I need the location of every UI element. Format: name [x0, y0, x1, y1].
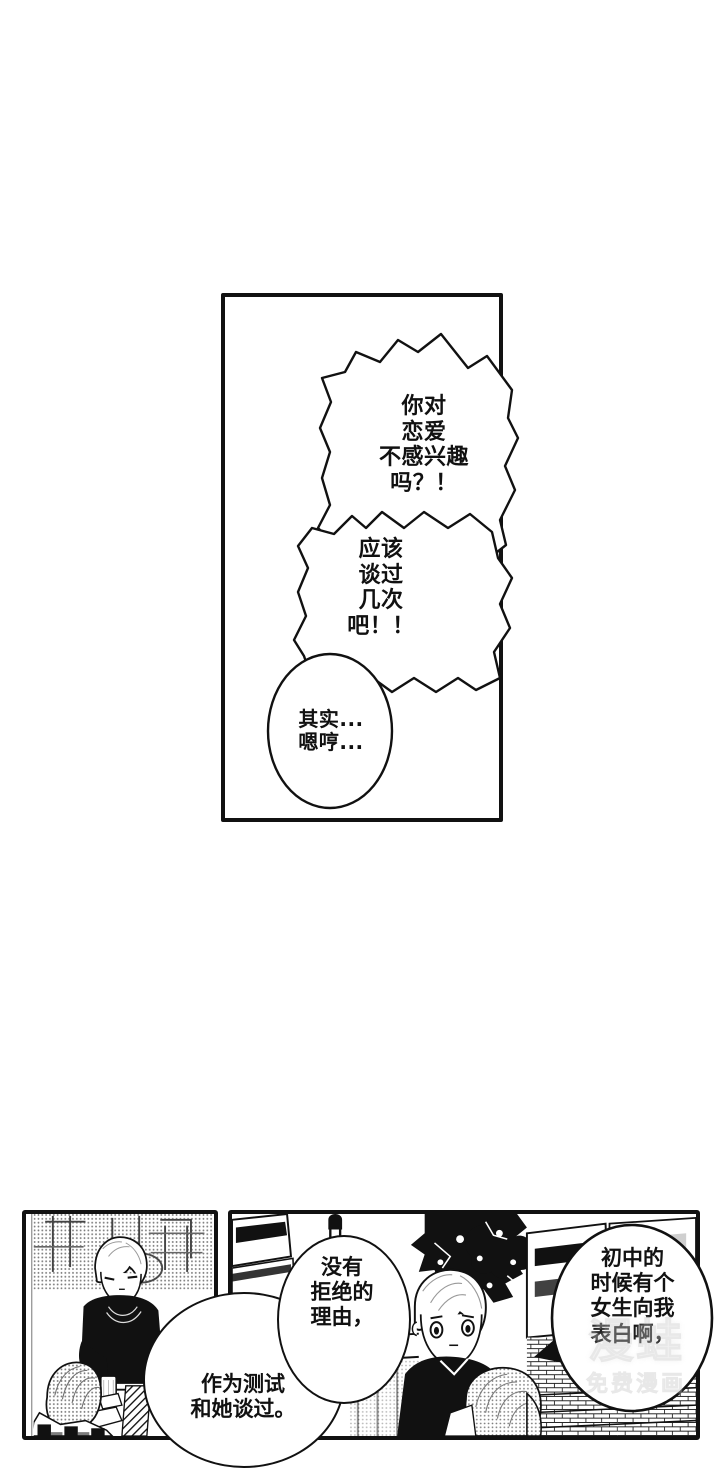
bottom-bubble-1-text: 作为测试 和她谈过。 — [190, 1372, 296, 1422]
cafe-table-art — [26, 1214, 214, 1436]
mutter-bubble-text: 其实... 嗯哼... — [298, 707, 364, 755]
bottom-bubble-2 — [277, 1235, 411, 1404]
shout-bubble-2-text: 应该 谈过 几次 吧！！ — [347, 537, 415, 639]
shout-bubble-1-text: 你对 恋爱 不感兴趣 吗？！ — [378, 394, 469, 496]
bottom-bubble-2-text: 没有 拒绝的 理由， — [310, 1255, 374, 1330]
bottom-bubble-3-text: 初中的 时候有个 女生向我 表白啊， — [590, 1246, 675, 1346]
cafe-table-panel — [22, 1210, 218, 1440]
